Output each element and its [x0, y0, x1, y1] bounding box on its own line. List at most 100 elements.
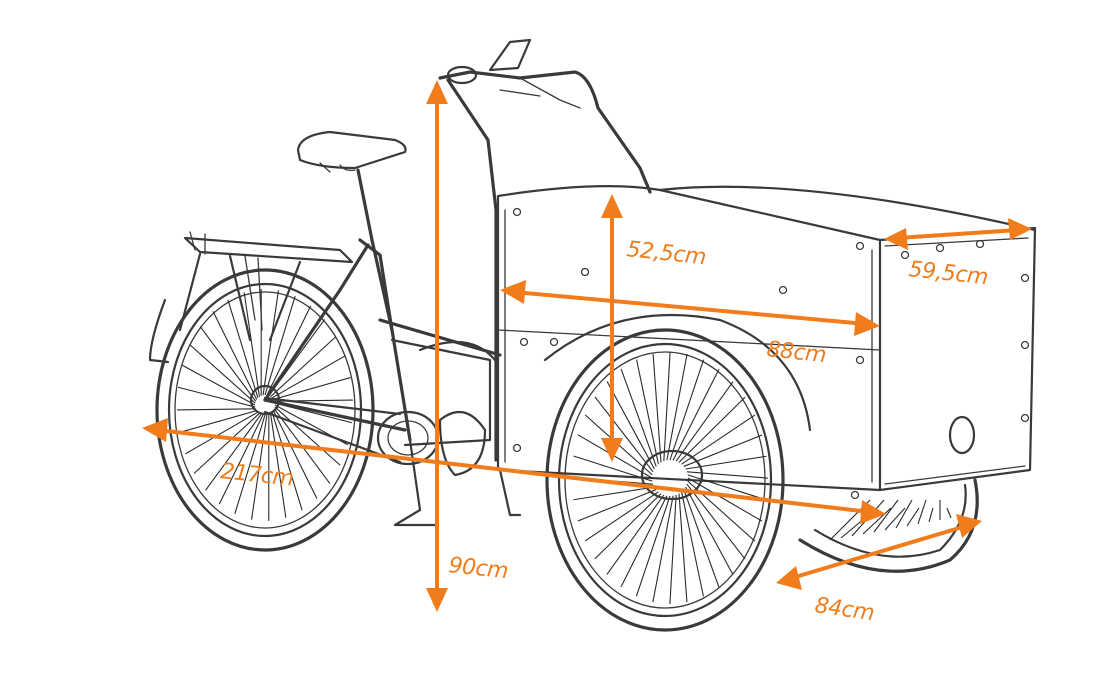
box-bolt [1020, 273, 1030, 283]
box-bolt [1020, 340, 1030, 350]
wheel-spoke [205, 413, 262, 491]
wheel-spoke [271, 355, 346, 399]
box-bolt [975, 239, 985, 249]
wheel-spoke [672, 368, 720, 461]
label-box-width: 59,5cm [907, 257, 989, 290]
wheel-spoke [262, 290, 280, 396]
wheel-spoke [606, 494, 665, 575]
wheel-spoke [678, 493, 688, 603]
dimension-height: 90cm [426, 80, 509, 612]
wheel-spoke [862, 507, 892, 535]
cargo-bike-sketch [148, 38, 1037, 632]
wheel-spoke [272, 410, 318, 499]
wheel-spoke [193, 412, 260, 474]
wheel-spoke [917, 499, 927, 525]
wheel-spoke [264, 295, 296, 396]
wheel-spoke [635, 495, 671, 597]
wheel-spoke [683, 434, 763, 467]
label-track-width: 84cm [813, 593, 875, 626]
label-box-height: 52,5cm [625, 237, 707, 270]
wheel-spoke [266, 305, 312, 396]
box-bolt [850, 490, 860, 500]
dimension-box-height: 52,5cm [601, 194, 707, 462]
wheel-spoke [189, 344, 256, 404]
wheel-spoke [606, 381, 655, 470]
wheel-spoke [227, 299, 259, 399]
wheel-spoke [663, 351, 671, 462]
wheel-spoke [584, 491, 659, 542]
box-bolt [519, 337, 529, 347]
wheel-spoke [273, 377, 351, 400]
wheel-spoke [928, 507, 934, 523]
label-box-length: 88cm [765, 337, 827, 368]
dimension-box-width: 59,5cm [884, 218, 1032, 290]
dimension-annotations: 217cm 90cm 52,5cm 88cm 59,5c [142, 80, 1032, 626]
bike-frame [263, 238, 522, 527]
wheel-spoke [620, 368, 657, 467]
label-overall-length: 217cm [219, 459, 294, 491]
wheel-spoke [177, 408, 256, 411]
wheel-spoke [250, 414, 268, 520]
wheel-spoke [594, 493, 662, 560]
wheel-spoke [946, 507, 952, 519]
wheel-spoke [234, 414, 266, 515]
wheel-spoke [199, 326, 257, 402]
wheel-spoke [270, 413, 287, 518]
dimension-box-length: 88cm [500, 280, 880, 368]
wheel-spoke [636, 359, 659, 465]
box-bolt [855, 355, 865, 365]
wheel-spoke [685, 455, 767, 470]
wheel-spoke [681, 491, 704, 597]
wheel-spoke [675, 381, 734, 462]
dimension-overall-length: 217cm [142, 418, 886, 524]
wheel-spoke [182, 364, 256, 406]
wheel-spoke [685, 486, 734, 575]
handlebar [438, 38, 652, 462]
wheel-spoke [683, 489, 720, 588]
wheel-spoke [274, 406, 341, 466]
wheel-spoke [218, 414, 264, 505]
box-bolt [900, 250, 910, 260]
wheel-spoke [895, 499, 913, 529]
wheel-spoke [212, 311, 258, 400]
wheel-spoke [184, 411, 259, 455]
wheel-spoke [873, 499, 899, 533]
wheel-spoke [686, 471, 769, 479]
box-bolt [935, 243, 945, 253]
box-bolt [512, 443, 522, 453]
box-bolt [778, 285, 788, 295]
rear-wheel [155, 268, 375, 552]
wheel-spoke [270, 336, 337, 398]
wheel-spoke [669, 359, 705, 461]
wheel-spoke [686, 483, 746, 560]
wheel-spoke [577, 434, 653, 479]
wheel-spoke [573, 455, 653, 482]
wheel-spoke [652, 353, 662, 463]
wheel-spoke [652, 495, 674, 603]
wheel-spoke [669, 494, 677, 605]
wheel-spoke [666, 353, 688, 461]
wheel-spoke [179, 410, 257, 433]
front-left-wheel [543, 314, 812, 632]
wheel-spoke [243, 292, 260, 397]
box-bolt [512, 207, 522, 217]
wheel-spoke [594, 396, 654, 473]
box-bolt [1020, 413, 1030, 423]
box-bolt [855, 241, 865, 251]
front-right-wheel [798, 478, 979, 573]
wheel-spoke [577, 489, 657, 522]
wheel-spoke [177, 386, 256, 408]
saddle [296, 130, 407, 242]
box-bolt [549, 337, 559, 347]
wheel-spoke [271, 411, 303, 511]
rear-rack [148, 231, 354, 364]
wheel-spoke [573, 486, 655, 501]
wheel-spoke [884, 507, 906, 531]
label-height: 90cm [447, 553, 509, 584]
wheel-spoke [906, 507, 920, 527]
wheel-spoke [681, 414, 756, 465]
box-bolt [580, 267, 590, 277]
wheel-spoke [620, 495, 668, 588]
wheel-spoke [678, 396, 746, 463]
